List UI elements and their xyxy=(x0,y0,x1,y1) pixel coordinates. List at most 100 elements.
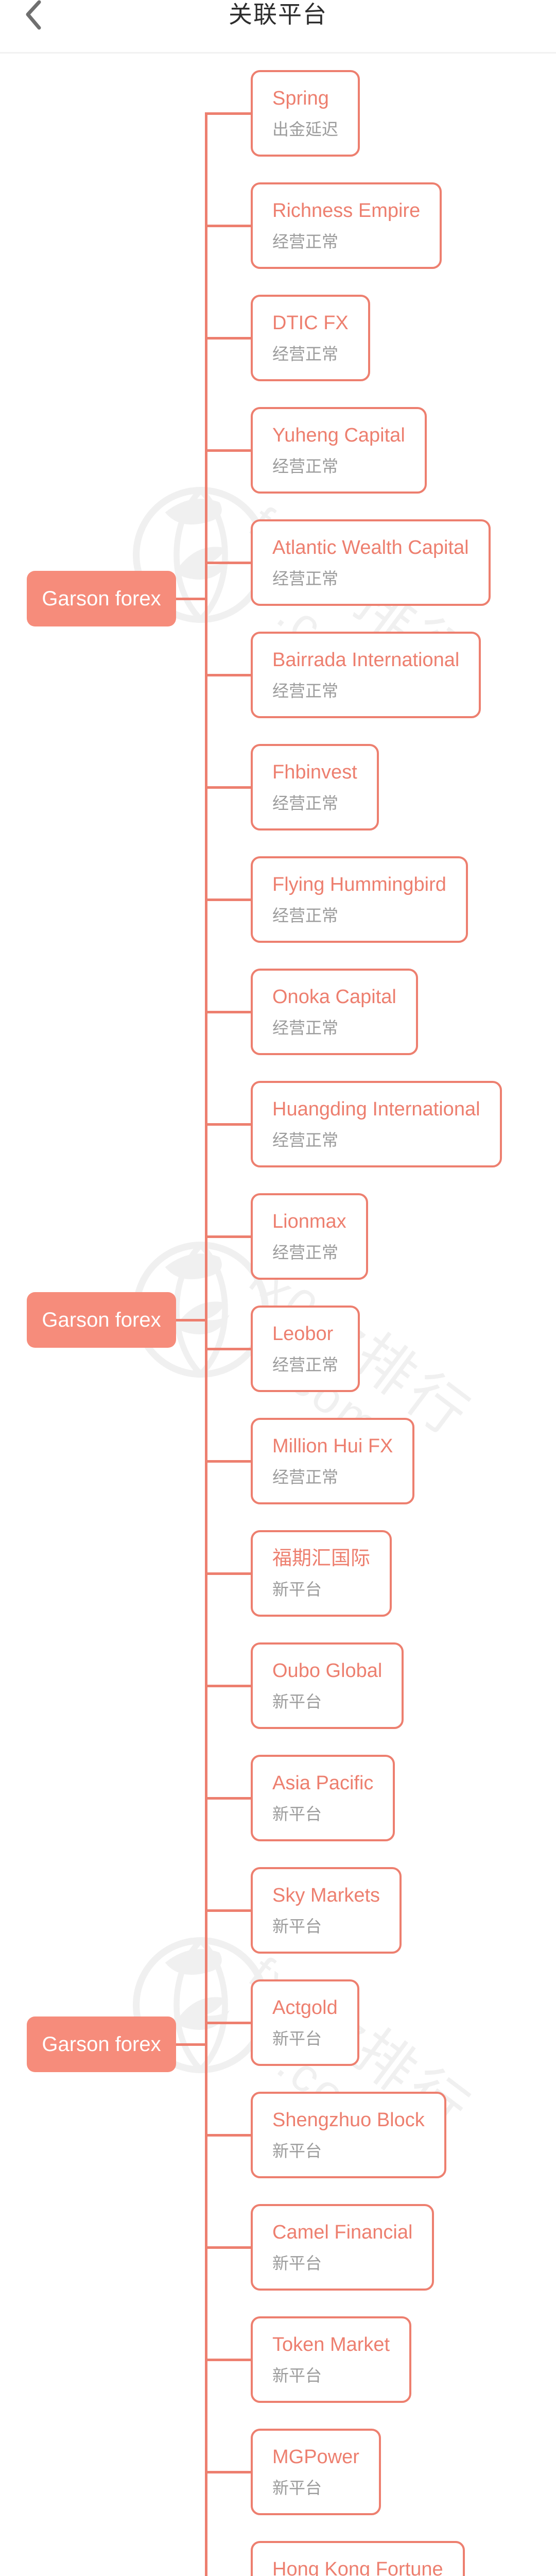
root-connector-line xyxy=(176,1319,207,1321)
platform-node[interactable]: Onoka Capital 经营正常 xyxy=(251,969,418,1055)
platform-node[interactable]: Oubo Global 新平台 xyxy=(251,1642,404,1729)
connector-line xyxy=(206,674,253,676)
platform-node[interactable]: Asia Pacific 新平台 xyxy=(251,1755,395,1841)
platform-status: 经营正常 xyxy=(272,1131,339,1150)
platform-node[interactable]: Actgold 新平台 xyxy=(251,1979,359,2066)
connector-line xyxy=(206,1797,253,1800)
platform-node[interactable]: Fhbinvest 经营正常 xyxy=(251,744,379,831)
platform-status: 新平台 xyxy=(272,2254,322,2273)
connector-line xyxy=(206,2022,253,2024)
connector-line xyxy=(206,786,253,789)
connector-line xyxy=(206,1348,253,1350)
platform-status: 经营正常 xyxy=(272,682,339,701)
platform-node[interactable]: Yuheng Capital 经营正常 xyxy=(251,407,427,494)
platform-status: 新平台 xyxy=(272,2366,322,2385)
platform-node[interactable]: Flying Hummingbird 经营正常 xyxy=(251,856,468,943)
connector-line xyxy=(206,2246,253,2249)
connector-line xyxy=(206,1235,253,1238)
platform-status: 新平台 xyxy=(272,1692,322,1711)
platform-status: 经营正常 xyxy=(272,345,339,364)
platform-name: MGPower xyxy=(272,2446,359,2468)
platform-node[interactable]: Bairrada International 经营正常 xyxy=(251,632,481,718)
platform-node[interactable]: Spring 出金延迟 xyxy=(251,70,360,157)
platform-name: Bairrada International xyxy=(272,649,460,671)
connector-line xyxy=(206,1011,253,1013)
back-button[interactable] xyxy=(21,0,51,34)
platform-name: Fhbinvest xyxy=(272,761,357,783)
platform-name: Shengzhuo Block xyxy=(272,2109,425,2131)
root-connector-line xyxy=(176,2043,207,2046)
platform-name: Richness Empire xyxy=(272,199,421,222)
platform-name: Hong Kong Fortune xyxy=(272,2558,443,2576)
connector-line xyxy=(206,899,253,901)
platform-name: Actgold xyxy=(272,1996,338,2019)
platform-node[interactable]: 福期汇国际新平台 xyxy=(251,1530,392,1617)
connector-line xyxy=(206,2359,253,2361)
platform-status: 经营正常 xyxy=(272,906,339,925)
connector-line xyxy=(206,225,253,227)
platform-node[interactable]: Hong Kong Fortune新平台 xyxy=(251,2541,465,2576)
platform-status: 经营正常 xyxy=(272,1019,339,1038)
platform-name: Lionmax xyxy=(272,1210,346,1232)
chevron-left-icon xyxy=(26,0,41,30)
platform-name: Sky Markets xyxy=(272,1884,380,1906)
platform-status: 新平台 xyxy=(272,2142,322,2161)
platform-name: Spring xyxy=(272,87,329,109)
platform-node[interactable]: DTIC FX 经营正常 xyxy=(251,295,370,381)
platform-name: Token Market xyxy=(272,2333,390,2355)
platform-node[interactable]: Token Market 新平台 xyxy=(251,2316,412,2403)
platform-name: Yuheng Capital xyxy=(272,424,405,446)
platform-name: Oubo Global xyxy=(272,1659,383,1682)
connector-line xyxy=(206,1460,253,1463)
root-node-label: Garson forex xyxy=(42,2032,161,2056)
connector-line xyxy=(206,562,253,564)
platform-name: 福期汇国际 xyxy=(272,1547,371,1569)
platform-name: DTIC FX xyxy=(272,312,349,334)
page-title: 关联平台 xyxy=(229,1,327,28)
root-node-label: Garson forex xyxy=(42,1308,161,1331)
connector-line xyxy=(206,2471,253,2473)
connector-line xyxy=(206,1909,253,1912)
connector-line xyxy=(206,2134,253,2137)
platform-node[interactable]: Atlantic Wealth Capital 经营正常 xyxy=(251,519,491,606)
platform-status: 经营正常 xyxy=(272,569,339,588)
platform-name: Leobor xyxy=(272,1323,334,1345)
root-connector-line xyxy=(176,598,207,600)
platform-node[interactable]: Sky Markets 新平台 xyxy=(251,1867,402,1954)
connector-line xyxy=(206,337,253,340)
platform-node[interactable]: MGPower 新平台 xyxy=(251,2429,381,2515)
platform-name: Million Hui FX xyxy=(272,1435,393,1457)
platform-node[interactable]: Shengzhuo Block 新平台 xyxy=(251,2092,446,2178)
platform-status: 新平台 xyxy=(272,2479,322,2498)
root-node-garson-forex[interactable]: Garson forex xyxy=(27,571,176,626)
root-node-garson-forex[interactable]: Garson forex xyxy=(27,1292,176,1348)
platform-name: Asia Pacific xyxy=(272,1772,374,1794)
platform-node[interactable]: Leobor 经营正常 xyxy=(251,1306,360,1392)
root-node-label: Garson forex xyxy=(42,587,161,610)
platform-status: 新平台 xyxy=(272,1805,322,1824)
platform-name: Onoka Capital xyxy=(272,986,396,1008)
connector-line xyxy=(206,1685,253,1687)
platform-status: 新平台 xyxy=(272,2029,322,2048)
platform-node[interactable]: Lionmax 经营正常 xyxy=(251,1193,368,1280)
platform-name: Camel Financial xyxy=(272,2221,413,2243)
connector-line xyxy=(206,449,253,452)
platform-status: 经营正常 xyxy=(272,1355,339,1375)
platform-node[interactable]: Camel Financial 新平台 xyxy=(251,2204,435,2291)
platform-status: 经营正常 xyxy=(272,1243,339,1262)
platform-status: 出金延迟 xyxy=(272,120,339,139)
platform-node[interactable]: Richness Empire 经营正常 xyxy=(251,182,442,269)
platform-status: 经营正常 xyxy=(272,794,339,813)
connector-line xyxy=(206,1123,253,1126)
header-bar: 关联平台 xyxy=(0,0,556,54)
platform-name: Atlantic Wealth Capital xyxy=(272,536,469,558)
platform-status: 经营正常 xyxy=(272,232,339,251)
root-node-garson-forex[interactable]: Garson forex xyxy=(27,2016,176,2072)
platform-name: Flying Hummingbird xyxy=(272,873,446,895)
platform-status: 新平台 xyxy=(272,1917,322,1936)
platform-status: 经营正常 xyxy=(272,457,339,476)
